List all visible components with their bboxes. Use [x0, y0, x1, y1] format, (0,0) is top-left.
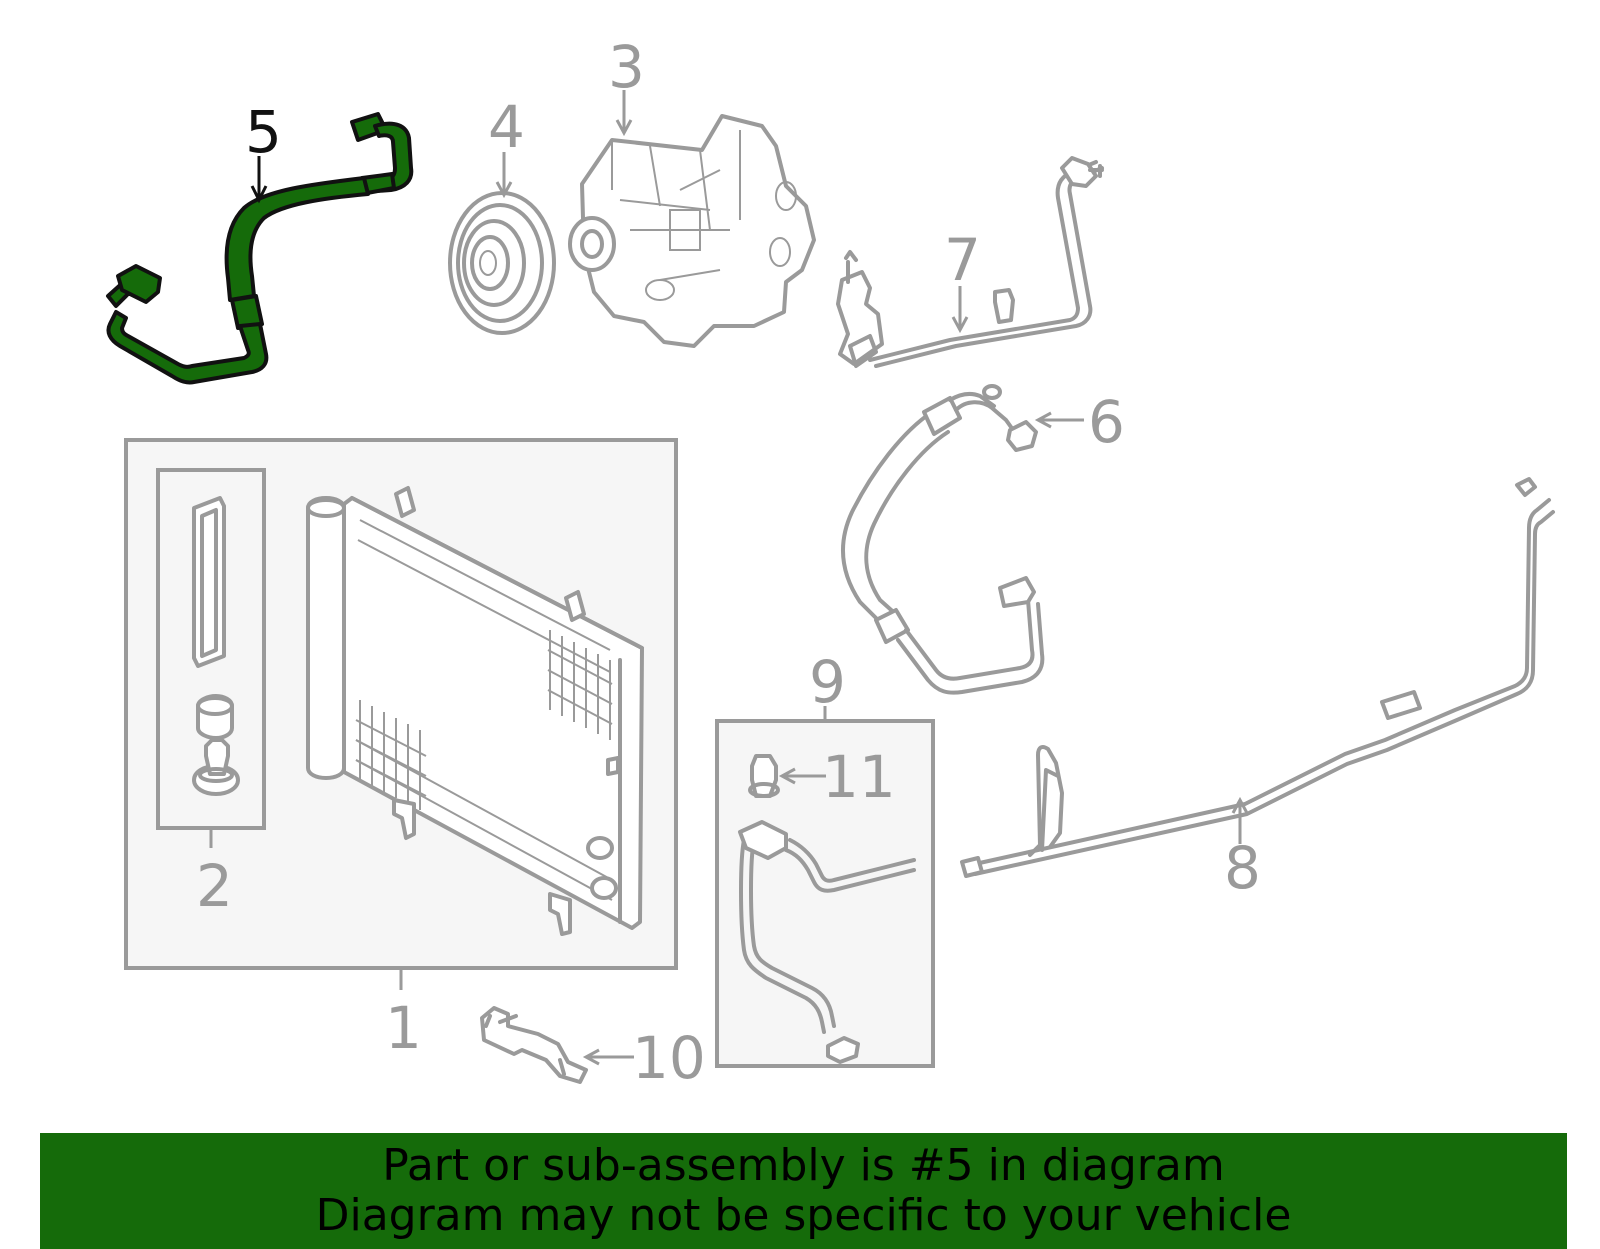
- callout-4: 4: [488, 93, 525, 161]
- callout-1: 1: [385, 994, 422, 1062]
- callout-7-arrowhead: [951, 316, 969, 334]
- callout-11: 11: [822, 743, 896, 811]
- callout-5: 5: [245, 98, 282, 166]
- callout-9: 9: [809, 648, 846, 716]
- callout-10-arrowhead: [582, 1048, 600, 1066]
- callout-6: 6: [1088, 388, 1125, 456]
- callout-5-arrowhead: [250, 185, 268, 204]
- callout-11-arrowhead: [778, 767, 796, 785]
- part-7-tube[interactable]: [836, 156, 1104, 368]
- notice-banner: Part or sub-assembly is #5 in diagram Di…: [40, 1133, 1567, 1249]
- part-4-clutch-pulley[interactable]: [448, 191, 556, 335]
- part-6-hose[interactable]: [841, 384, 1045, 695]
- part-5-suction-hose[interactable]: [106, 112, 414, 385]
- part-10-bracket[interactable]: [480, 1006, 588, 1084]
- part-2-drier-kit[interactable]: [192, 496, 240, 796]
- callout-8: 8: [1224, 834, 1261, 902]
- callout-7: 7: [944, 226, 981, 294]
- callout-6-arrowhead: [1034, 411, 1052, 429]
- part-1-condenser[interactable]: [306, 486, 644, 936]
- part-9-tube-assembly[interactable]: [738, 754, 916, 1064]
- banner-line-part: Part or sub-assembly is #5 in diagram: [382, 1140, 1225, 1191]
- part-8-liquid-tube[interactable]: [960, 477, 1555, 878]
- callout-8-arrowhead: [1231, 796, 1249, 814]
- callout-2: 2: [196, 852, 233, 920]
- part-3-compressor[interactable]: [568, 114, 816, 348]
- callout-10: 10: [632, 1024, 706, 1092]
- banner-line-disclaimer: Diagram may not be specific to your vehi…: [315, 1190, 1292, 1241]
- callout-3-arrowhead: [615, 119, 633, 137]
- callout-4-arrowhead: [495, 181, 513, 199]
- callout-3: 3: [608, 33, 645, 101]
